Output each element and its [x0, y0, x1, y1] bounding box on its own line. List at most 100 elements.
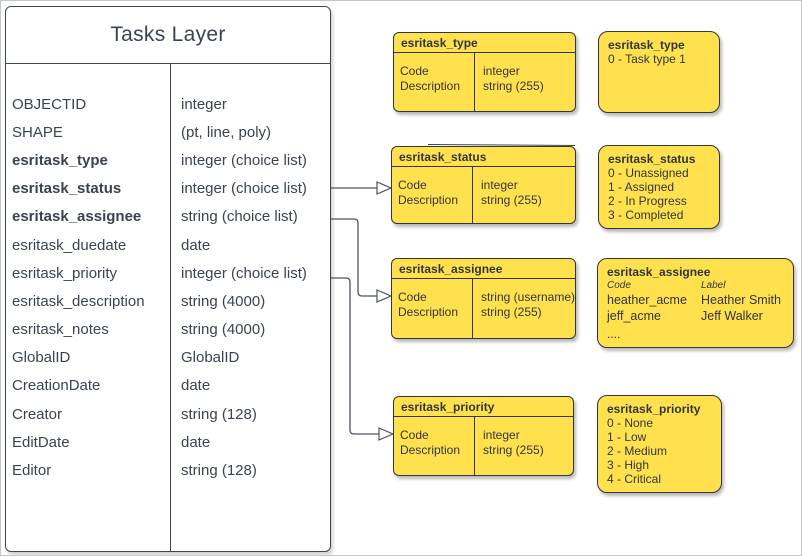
field-type: integer	[181, 95, 227, 113]
attr-types: integer string (255)	[472, 167, 575, 224]
table-row: esritask_notes string (4000)	[6, 316, 330, 344]
attr-type: string (username)	[480, 290, 575, 304]
connector-priority	[331, 277, 379, 435]
assignee-ellipsis: ....	[607, 327, 621, 341]
field-name: esritask_assignee	[12, 208, 142, 226]
table-row: Editor string (128)	[6, 456, 330, 484]
field-type: string (128)	[181, 462, 257, 480]
field-name: Creator	[12, 405, 63, 423]
attr-name: Code	[400, 428, 429, 442]
value-list-item: 4 - Critical	[607, 472, 662, 486]
value-list-item: 3 - Completed	[608, 208, 684, 222]
field-type: integer (choice list)	[181, 264, 307, 282]
field-type: integer (choice list)	[181, 180, 307, 198]
field-type: date	[181, 377, 211, 395]
value-list-priority: esritask_priority 0 - None 1 - Low 2 - M…	[597, 395, 722, 493]
value-list-item: 2 - Medium	[607, 444, 668, 458]
domain-title: esritask_assignee	[392, 259, 575, 279]
domain-title: esritask_status	[392, 147, 575, 167]
attr-name: Description	[398, 193, 459, 207]
table-row: esritask_type integer (choice list)	[6, 146, 330, 174]
field-name: Editor	[12, 462, 52, 480]
field-name: GlobalID	[12, 349, 71, 367]
attr-type: string (255)	[483, 79, 544, 93]
value-list-title: esritask_assignee	[607, 265, 711, 279]
table-row: SHAPE (pt, line, poly)	[6, 118, 330, 146]
open-arrow-icon	[376, 181, 393, 195]
assignee-col-label: Label	[701, 280, 726, 291]
value-list-item: 3 - High	[607, 458, 650, 472]
field-type: date	[181, 236, 211, 254]
value-list-item: 1 - Assigned	[608, 180, 675, 194]
field-name: CreationDate	[12, 377, 101, 395]
field-name: OBJECTID	[12, 95, 87, 113]
attr-names: Code Description	[392, 279, 472, 339]
attr-names: Code Description	[394, 417, 474, 476]
field-name: esritask_status	[12, 180, 122, 198]
assignee-col-code: Code	[607, 280, 631, 291]
open-arrow-icon	[378, 427, 395, 441]
value-list-item: 0 - Unassigned	[608, 166, 689, 180]
value-list-type: esritask_type 0 - Task type 1	[598, 31, 720, 113]
field-name: esritask_duedate	[12, 236, 127, 254]
table-row: esritask_status integer (choice list)	[6, 175, 330, 203]
attr-name: Description	[400, 79, 461, 93]
attr-type: integer	[481, 178, 518, 192]
field-type: integer (choice list)	[181, 151, 307, 169]
open-arrow-icon	[376, 289, 393, 303]
attr-type: integer	[483, 64, 520, 78]
field-name: esritask_description	[12, 292, 145, 310]
domain-title: esritask_priority	[394, 397, 573, 417]
assignee-table: Code Label heather_acme Heather Smith je…	[607, 279, 784, 324]
attr-name: Code	[398, 290, 427, 304]
value-list-item: 0 - None	[607, 416, 654, 430]
domain-title: esritask_type	[394, 33, 575, 53]
assignee-code: heather_acme	[607, 293, 687, 307]
attr-names: Code Description	[392, 167, 472, 224]
field-type: date	[181, 433, 211, 451]
value-list-item: 2 - In Progress	[608, 194, 687, 208]
attr-types: integer string (255)	[474, 53, 575, 112]
field-name: esritask_notes	[12, 321, 109, 339]
table-row: esritask_priority integer (choice list)	[6, 259, 330, 287]
attr-name: Code	[398, 178, 427, 192]
table-row: CreationDate date	[6, 372, 330, 400]
field-type: string (128)	[181, 405, 257, 423]
value-list-assignee: esritask_assignee Code Label heather_acm…	[597, 258, 794, 348]
field-name: esritask_type	[12, 151, 108, 169]
attr-names: Code Description	[394, 53, 474, 112]
field-type: (pt, line, poly)	[181, 123, 272, 141]
domain-table-priority: esritask_priority Code Description integ…	[393, 396, 574, 476]
attr-name: Description	[398, 305, 459, 319]
value-list-title: esritask_priority	[607, 402, 701, 416]
field-name: esritask_priority	[12, 264, 118, 282]
table-row: OBJECTID integer	[6, 90, 330, 118]
domain-table-assignee: esritask_assignee Code Description strin…	[391, 258, 576, 339]
table-row: esritask_duedate date	[6, 231, 330, 259]
attr-type: string (255)	[481, 193, 542, 207]
attr-type: string (255)	[483, 443, 544, 457]
connector-assignee	[331, 218, 377, 297]
attr-types: integer string (255)	[474, 417, 573, 476]
attr-name: Description	[400, 443, 461, 457]
value-list-item: 0 - Task type 1	[608, 52, 686, 66]
field-name: EditDate	[12, 433, 70, 451]
field-name: SHAPE	[12, 123, 63, 141]
table-row: GlobalID GlobalID	[6, 344, 330, 372]
table-row: EditDate date	[6, 428, 330, 456]
domain-table-type: esritask_type Code Description integer s…	[393, 32, 576, 112]
assignee-label: Heather Smith	[701, 293, 781, 307]
value-list-title: esritask_type	[608, 38, 685, 52]
value-list-item: 1 - Low	[607, 430, 647, 444]
tasks-layer-title: Tasks Layer	[6, 7, 330, 64]
value-list-status: esritask_status 0 - Unassigned 1 - Assig…	[598, 145, 720, 229]
attr-type: string (255)	[480, 305, 542, 319]
attr-type: integer	[483, 428, 520, 442]
table-row: Creator string (128)	[6, 400, 330, 428]
column-divider	[170, 64, 171, 551]
field-type: GlobalID	[181, 349, 240, 367]
field-type: string (4000)	[181, 321, 266, 339]
